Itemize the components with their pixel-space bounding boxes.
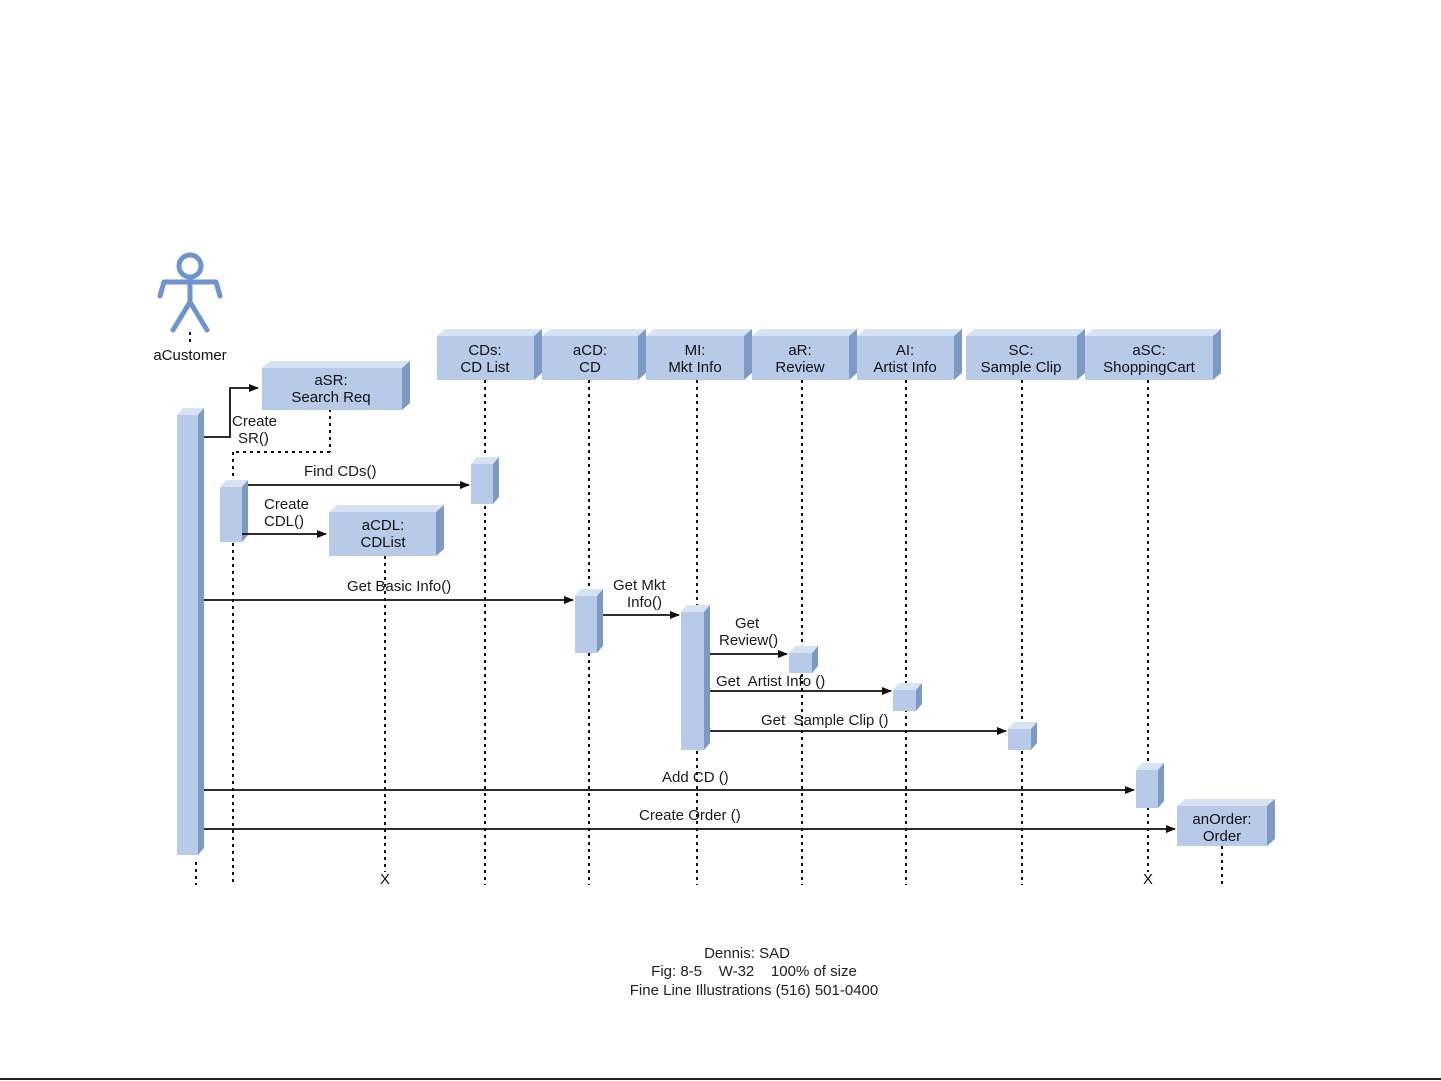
activation-ai (893, 683, 922, 711)
object-mi-line1: MI: (685, 342, 706, 359)
bottom-rule (0, 1078, 1441, 1080)
object-ar-line2: Review (775, 359, 824, 376)
object-anorder-line1: anOrder: (1192, 811, 1251, 828)
object-ai-line2: Artist Info (873, 359, 936, 376)
object-acd-line2: CD (579, 359, 601, 376)
label-create-sr-line2: SR() (238, 430, 269, 447)
activation-asc (1136, 763, 1164, 808)
actor-customer-icon (157, 252, 223, 333)
object-box-asr: aSR: Search Req (262, 361, 410, 410)
caption-line-3: Fine Line Illustrations (516) 501-0400 (630, 982, 878, 999)
object-cds-line2: CD List (460, 359, 510, 376)
destroy-mark-acdl: X (380, 871, 390, 888)
label-get-mkt-info-line1: Get Mkt (613, 577, 666, 594)
label-create-cdl-line1: Create (264, 496, 309, 513)
object-box-ar: aR: Review (752, 329, 857, 380)
caption-line-2: Fig: 8-5 W-32 100% of size (651, 963, 857, 980)
object-box-ai: AI: Artist Info (857, 329, 962, 380)
object-asr-line1: aSR: (314, 372, 347, 389)
object-acd-line1: aCD: (573, 342, 607, 359)
activation-customer (177, 408, 204, 855)
label-find-cds: Find CDs() (304, 463, 377, 480)
activation-cds (471, 457, 499, 504)
object-anorder-line2: Order (1203, 828, 1241, 845)
object-asr-line2: Search Req (291, 389, 370, 406)
label-create-sr-line1: Create (232, 413, 277, 430)
label-get-mkt-info-line2: Info() (627, 594, 662, 611)
object-box-cds: CDs: CD List (437, 329, 542, 380)
label-get-artist-info: Get Artist Info () (716, 673, 825, 690)
label-get-review-line2: Review() (719, 632, 778, 649)
destroy-mark-asc: X (1143, 871, 1153, 888)
object-box-sc: SC: Sample Clip (966, 329, 1085, 380)
arrow-create-sr (204, 384, 259, 438)
activation-asr (220, 480, 248, 542)
object-ar-line1: aR: (788, 342, 811, 359)
label-get-sample-clip: Get Sample Clip () (761, 712, 889, 729)
object-box-anorder: anOrder: Order (1177, 799, 1275, 846)
label-get-review-line1: Get (735, 615, 760, 632)
label-get-basic-info: Get Basic Info() (347, 578, 451, 595)
actor-name: aCustomer (153, 347, 226, 364)
message-arrows (204, 384, 1176, 833)
object-cds-line1: CDs: (468, 342, 501, 359)
label-create-cdl-line2: CDL() (264, 513, 304, 530)
label-add-cd: Add CD () (662, 769, 729, 786)
object-asc-line1: aSC: (1132, 342, 1165, 359)
object-asc-line2: ShoppingCart (1103, 359, 1196, 376)
object-box-acdl: aCDL: CDList (329, 505, 444, 556)
activation-acd (575, 589, 603, 653)
object-box-mi: MI: Mkt Info (646, 329, 752, 380)
activation-ar (789, 646, 818, 673)
label-create-order: Create Order () (639, 807, 741, 824)
object-box-asc: aSC: ShoppingCart (1085, 329, 1221, 380)
object-ai-line1: AI: (896, 342, 914, 359)
object-box-acd: aCD: CD (542, 329, 646, 380)
object-sc-line1: SC: (1008, 342, 1033, 359)
object-mi-line2: Mkt Info (668, 359, 721, 376)
object-acdl-line1: aCDL: (362, 517, 405, 534)
object-sc-line2: Sample Clip (981, 359, 1062, 376)
caption-line-1: Dennis: SAD (704, 945, 790, 962)
activation-sc (1008, 722, 1037, 750)
object-acdl-line2: CDList (360, 534, 406, 551)
activation-mi (681, 605, 710, 750)
